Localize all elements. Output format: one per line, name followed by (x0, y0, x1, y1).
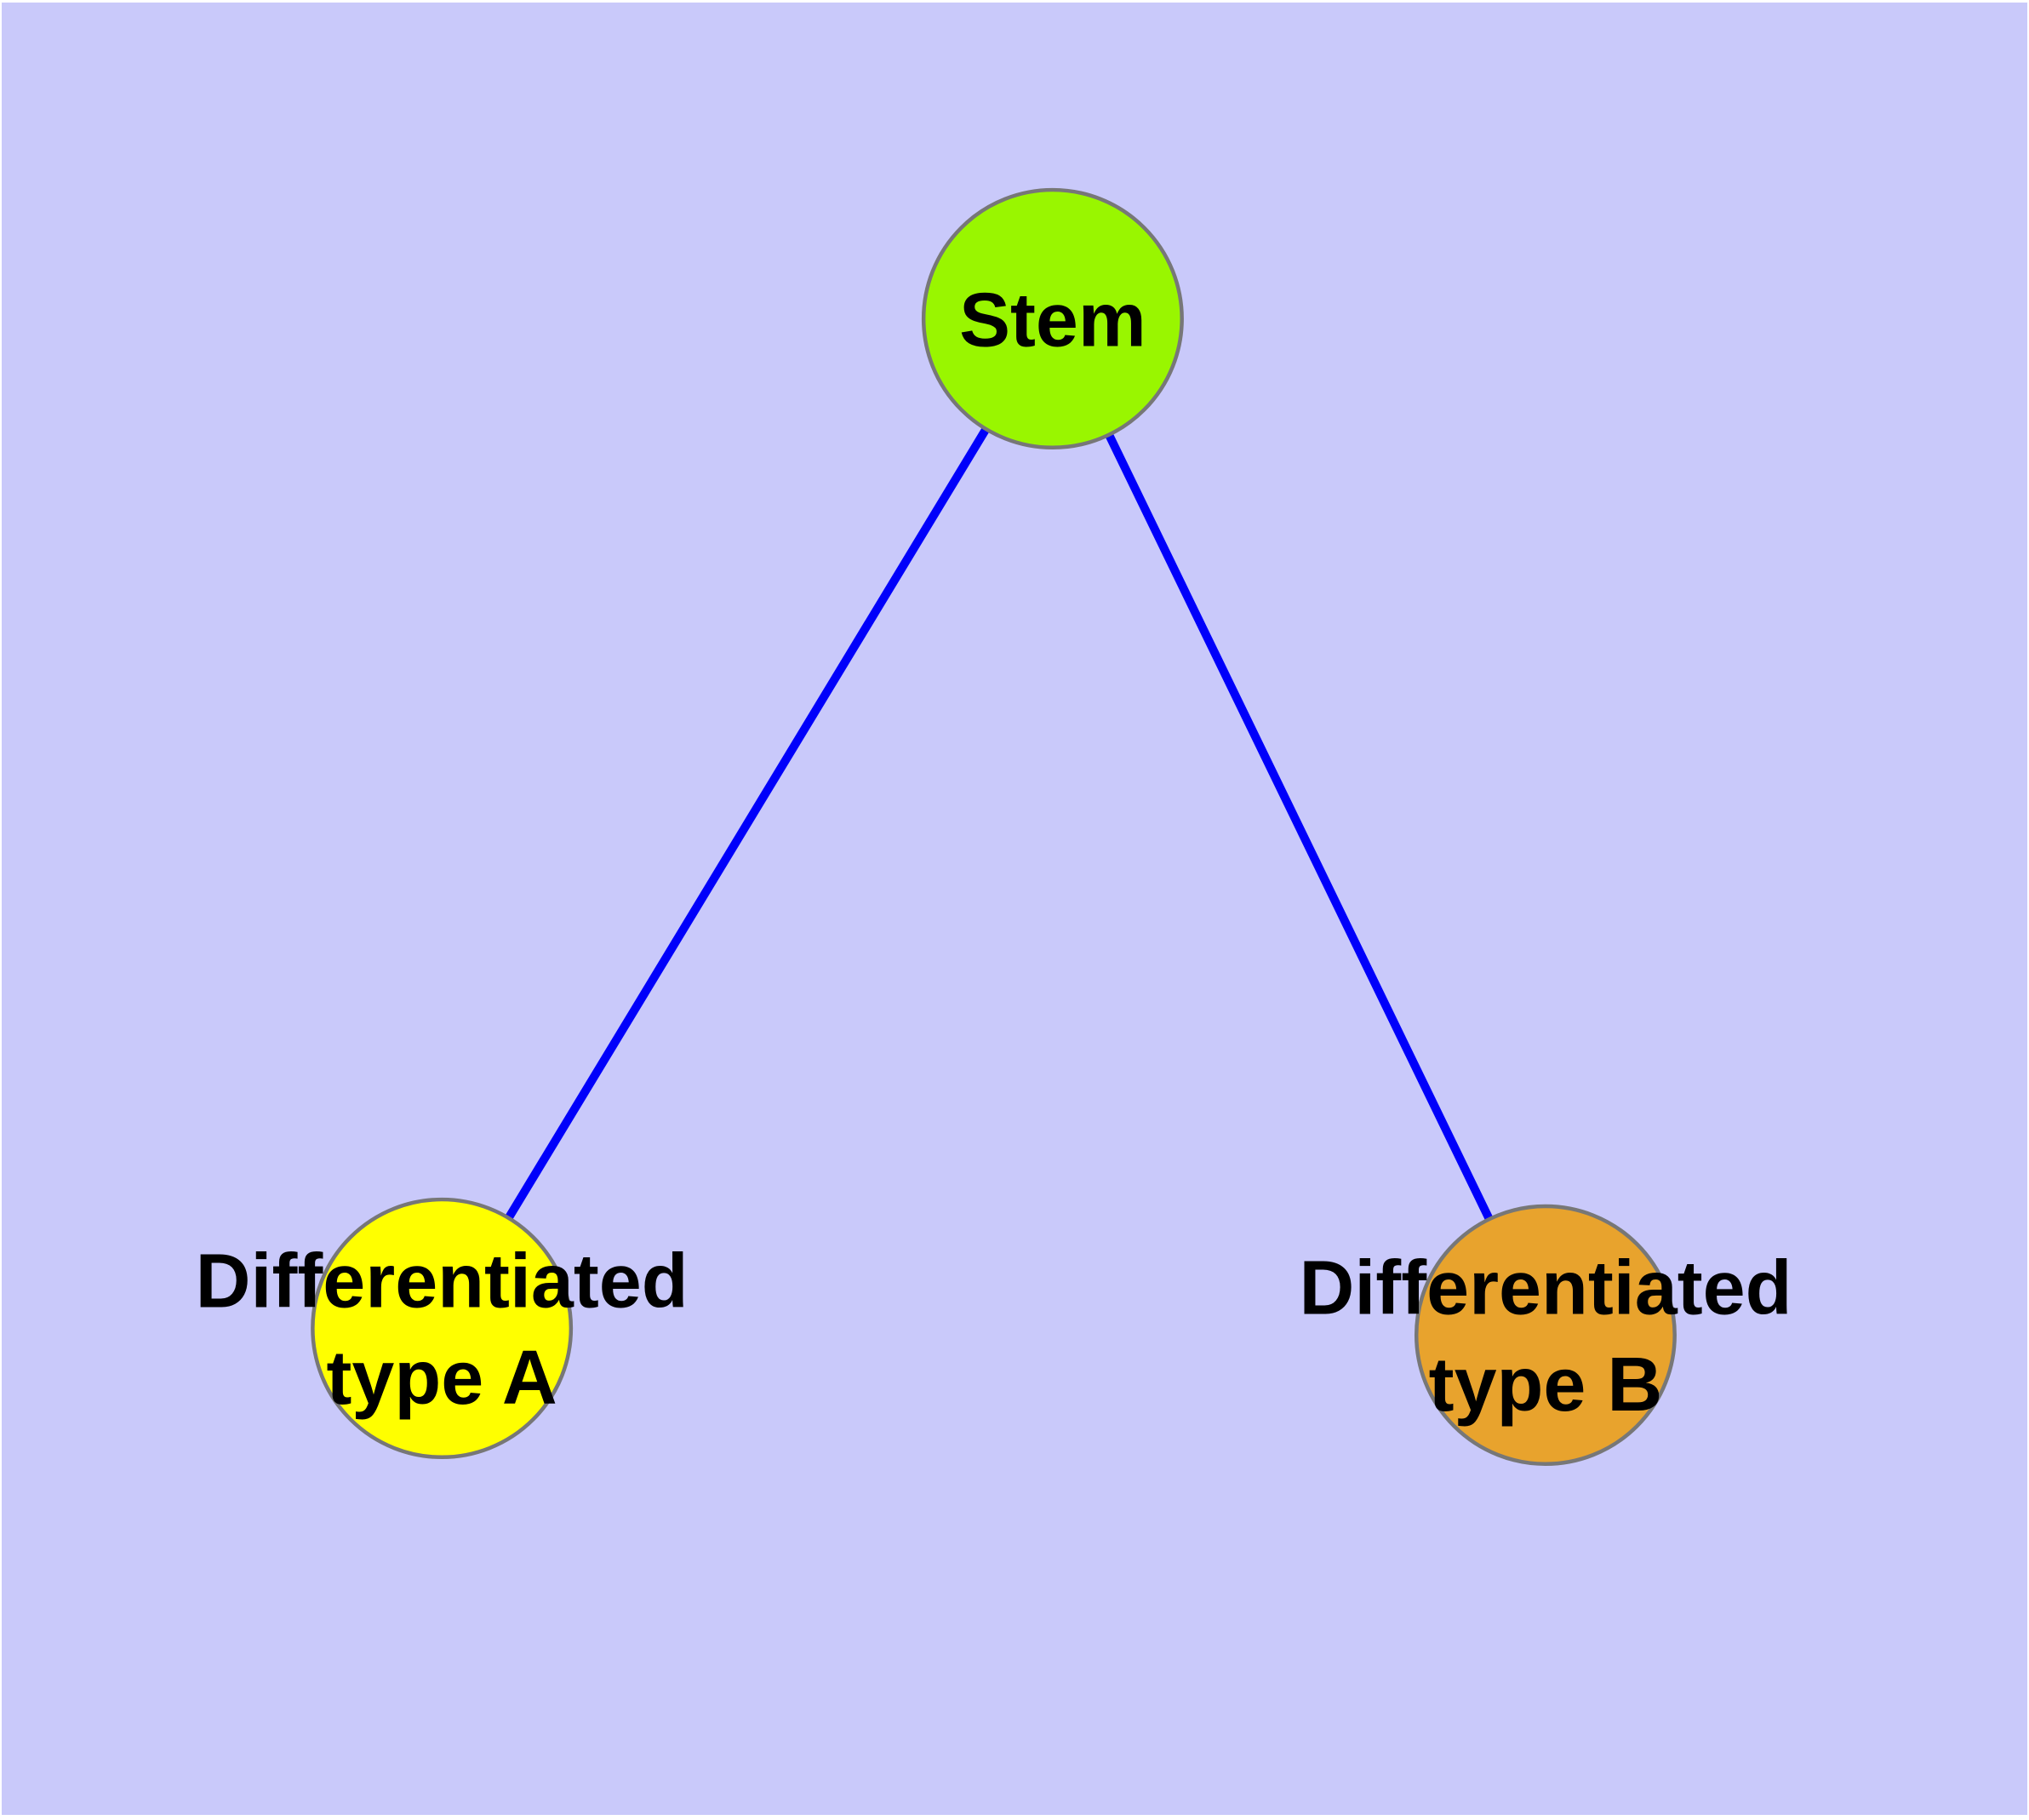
node-diff-b-label-line-1: Differentiated (1299, 1246, 1792, 1331)
node-stem-label-line-1: Stem (959, 278, 1146, 363)
node-layer (311, 187, 1677, 1466)
edge-stem-to-diff-a (437, 316, 1057, 1331)
node-diff-a-circle (311, 1197, 574, 1460)
node-diff-a-label-line-2: type A (327, 1336, 557, 1421)
node-stem-circle (921, 187, 1184, 450)
node-diff-b-label-line-2: type B (1429, 1342, 1663, 1428)
node-diff-a-label-line-1: Differentiated (196, 1239, 689, 1325)
node-diff-b-circle (1414, 1204, 1677, 1466)
edge-stem-to-diff-b (1049, 317, 1550, 1337)
edge-layer (437, 316, 1550, 1337)
